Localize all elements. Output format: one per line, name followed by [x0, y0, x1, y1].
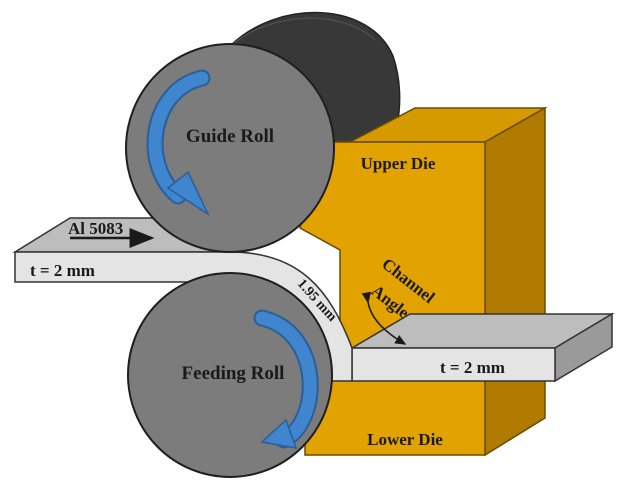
feeding-roll-rotation-arrow — [253, 309, 319, 449]
upper-die-label: Upper Die — [361, 154, 436, 173]
outlet-thickness-label: t = 2 mm — [440, 358, 505, 377]
lower-die-label: Lower Die — [367, 430, 443, 449]
channel-angle-arc — [361, 291, 407, 345]
die-side-face — [484, 106, 546, 457]
guide-roll-label: Guide Roll — [186, 126, 274, 147]
inlet-thickness-label: t = 2 mm — [30, 261, 95, 280]
guide-roll-rotation-arrow — [146, 69, 211, 217]
feeding-roll-label: Feeding Roll — [182, 363, 285, 384]
material-label: Al 5083 — [68, 219, 123, 238]
